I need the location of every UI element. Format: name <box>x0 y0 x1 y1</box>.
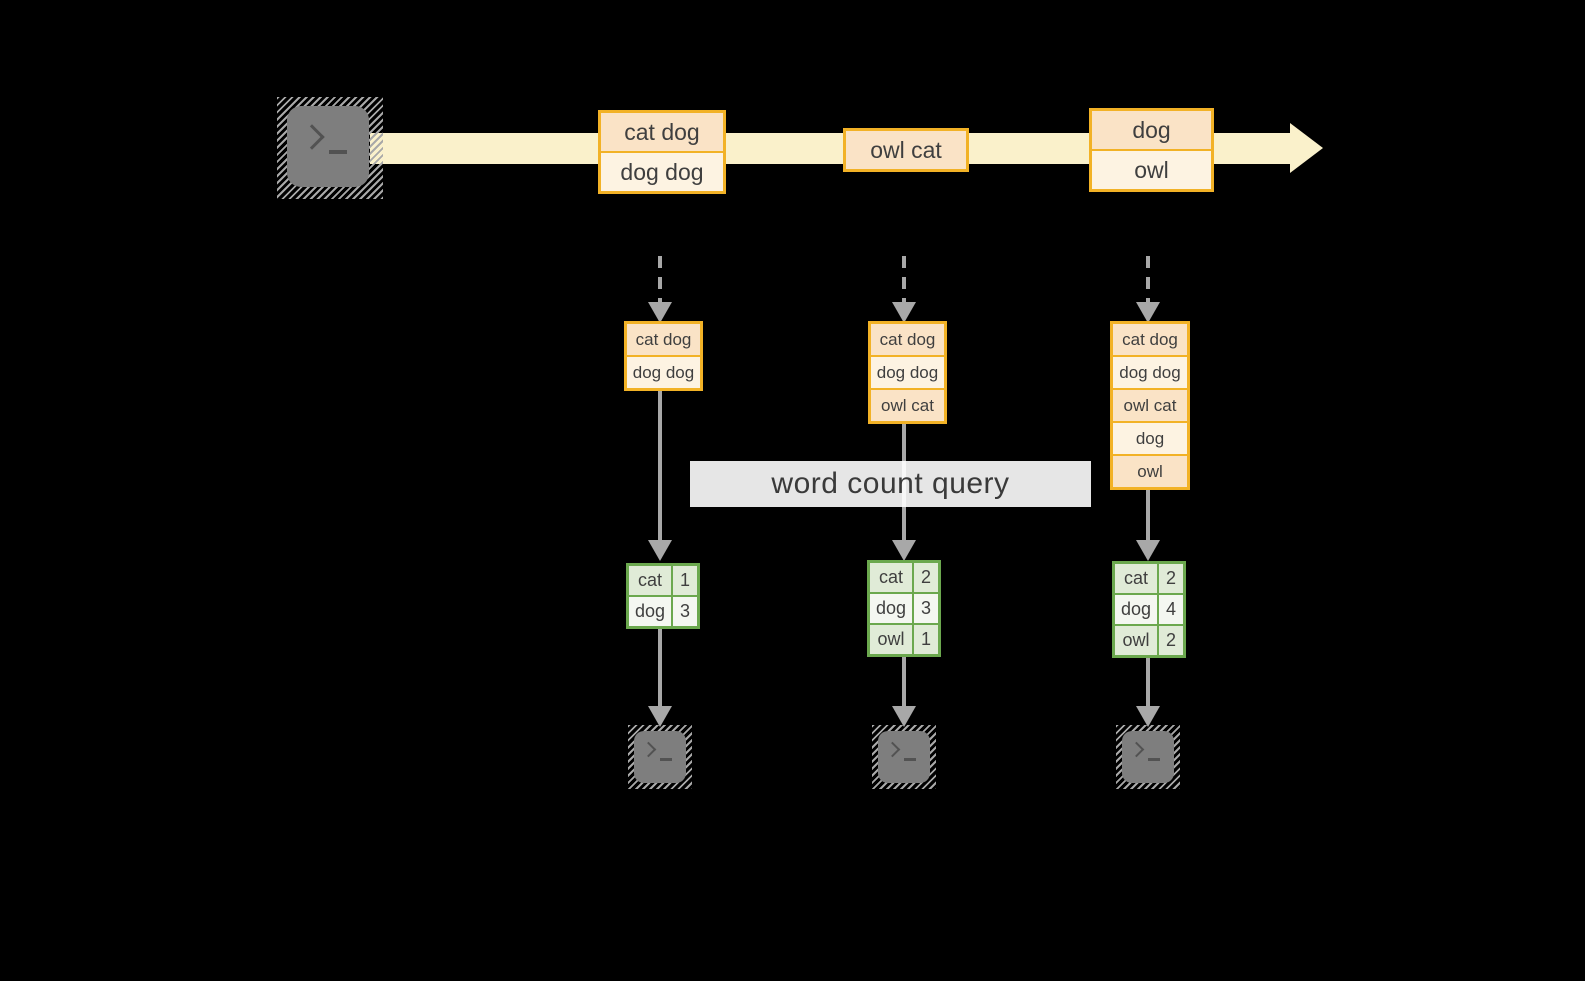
output-arrow-line <box>1146 657 1150 706</box>
output-arrow-line <box>658 629 662 706</box>
word-cell: owl <box>1115 626 1157 655</box>
batch-state-box: cat dog dog dog owl cat <box>868 321 947 424</box>
count-cell: 1 <box>914 625 938 654</box>
batch-cell: dog dog <box>1113 355 1187 388</box>
query-label: word count query <box>771 467 1010 500</box>
output-arrow-line <box>902 657 906 706</box>
stream-event-cell: owl cat <box>846 131 966 169</box>
query-arrow-head-icon <box>648 540 672 561</box>
ingest-arrow-line <box>1146 256 1150 302</box>
word-cell: cat <box>1115 564 1157 593</box>
prompt-underscore-icon <box>660 758 672 761</box>
query-arrow-line <box>1146 482 1150 540</box>
prompt-underscore-icon <box>329 150 347 154</box>
query-arrow-head-icon <box>892 540 916 561</box>
batch-state-box: cat dog dog dog <box>624 321 703 391</box>
count-cell: 2 <box>914 563 938 592</box>
stream-event-cell: owl <box>1092 149 1211 189</box>
terminal-source-icon <box>277 97 383 199</box>
terminal-sink-icon <box>628 725 692 789</box>
batch-cell: dog dog <box>871 355 944 388</box>
terminal-screen <box>287 106 369 187</box>
prompt-underscore-icon <box>1148 758 1160 761</box>
batch-cell: dog <box>1113 421 1187 454</box>
terminal-sink-icon <box>872 725 936 789</box>
output-arrow-head-icon <box>648 706 672 727</box>
word-cell: owl <box>870 625 912 654</box>
word-cell: cat <box>870 563 912 592</box>
batch-cell: cat dog <box>871 324 944 355</box>
stream-arrowhead-icon <box>1290 123 1323 173</box>
batch-cell: cat dog <box>627 324 700 355</box>
prompt-chevron-icon <box>299 124 325 150</box>
word-cell: dog <box>629 597 671 626</box>
stream-event-box: owl cat <box>843 128 969 172</box>
terminal-screen <box>878 731 930 783</box>
count-table: cat 2 dog 3 owl 1 <box>867 560 941 657</box>
count-cell: 4 <box>1159 595 1183 624</box>
query-arrow-line <box>658 389 662 540</box>
stream-event-box: cat dog dog dog <box>598 110 726 194</box>
word-cell: cat <box>629 566 671 595</box>
ingest-arrow-line <box>658 256 662 302</box>
prompt-chevron-icon <box>1128 741 1145 758</box>
ingest-arrow-head-icon <box>892 302 916 323</box>
prompt-chevron-icon <box>640 741 657 758</box>
output-arrow-head-icon <box>1136 706 1160 727</box>
ingest-arrow-head-icon <box>648 302 672 323</box>
batch-cell: owl cat <box>1113 388 1187 421</box>
count-cell: 1 <box>673 566 697 595</box>
word-cell: dog <box>870 594 912 623</box>
stream-event-cell: dog <box>1092 111 1211 149</box>
stream-event-cell: dog dog <box>601 151 723 191</box>
count-cell: 2 <box>1159 626 1183 655</box>
stream-event-cell: cat dog <box>601 113 723 151</box>
batch-cell: owl cat <box>871 388 944 421</box>
stream-event-box: dog owl <box>1089 108 1214 192</box>
terminal-screen <box>634 731 686 783</box>
count-table: cat 2 dog 4 owl 2 <box>1112 561 1186 658</box>
batch-state-box: cat dog dog dog owl cat dog owl <box>1110 321 1190 490</box>
terminal-screen <box>1122 731 1174 783</box>
query-label-band: word count query <box>690 461 1091 507</box>
count-cell: 2 <box>1159 564 1183 593</box>
count-cell: 3 <box>673 597 697 626</box>
terminal-sink-icon <box>1116 725 1180 789</box>
ingest-arrow-line <box>902 256 906 302</box>
prompt-chevron-icon <box>884 741 901 758</box>
batch-cell: dog dog <box>627 355 700 388</box>
query-arrow-head-icon <box>1136 540 1160 561</box>
word-cell: dog <box>1115 595 1157 624</box>
prompt-underscore-icon <box>904 758 916 761</box>
count-cell: 3 <box>914 594 938 623</box>
count-table: cat 1 dog 3 <box>626 563 700 629</box>
output-arrow-head-icon <box>892 706 916 727</box>
batch-cell: owl <box>1113 454 1187 487</box>
batch-cell: cat dog <box>1113 324 1187 355</box>
ingest-arrow-head-icon <box>1136 302 1160 323</box>
